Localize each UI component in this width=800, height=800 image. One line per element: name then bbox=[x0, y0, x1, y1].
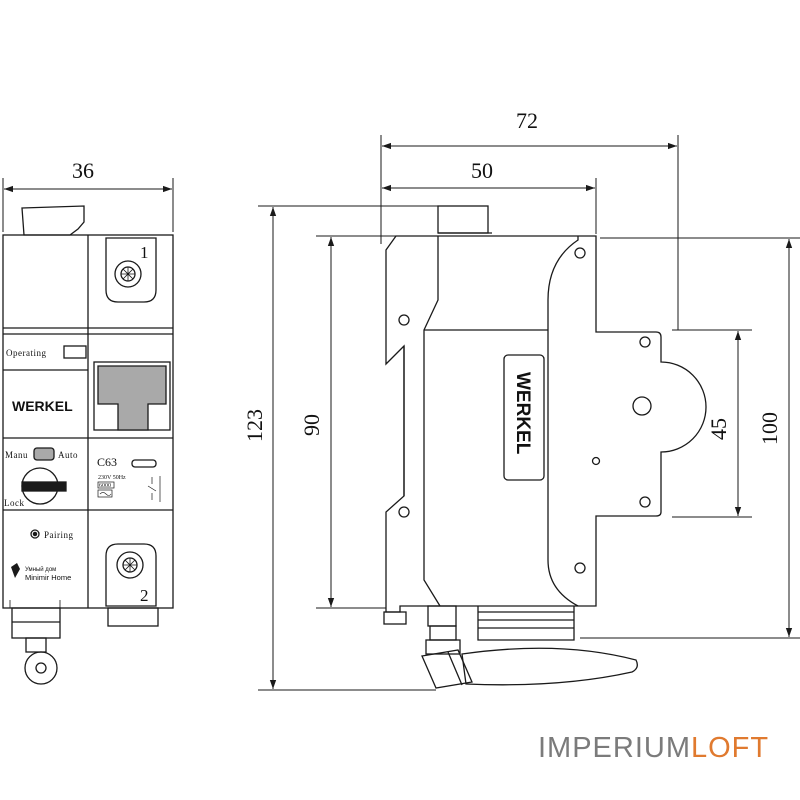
pairing-icon bbox=[30, 529, 40, 539]
front-view bbox=[2, 205, 174, 685]
side-top-cap bbox=[437, 205, 489, 234]
circuit-symbol-icon bbox=[147, 476, 161, 502]
led-slot bbox=[131, 459, 157, 468]
curve-box bbox=[97, 489, 113, 498]
dim-side-total-width: 72 bbox=[516, 108, 538, 133]
front-brand: WERKEL bbox=[12, 398, 73, 414]
minimir-logo-icon bbox=[11, 563, 20, 578]
bottom-screw-icon bbox=[116, 551, 144, 579]
operating-label: Operating bbox=[6, 348, 47, 358]
operating-indicator bbox=[63, 345, 87, 359]
side-label-plate bbox=[503, 354, 545, 481]
dim-body-height: 90 bbox=[299, 414, 324, 436]
manu-label: Manu bbox=[5, 450, 28, 460]
dim-side-body-width: 50 bbox=[471, 158, 493, 183]
top-latch bbox=[21, 205, 85, 236]
top-screw-icon bbox=[114, 260, 142, 288]
capacity-label: 6000 bbox=[99, 483, 111, 489]
voltage-label: 230V 50Hz bbox=[98, 475, 126, 481]
dim-side-height: 100 bbox=[757, 412, 782, 445]
capacity-box bbox=[97, 481, 115, 489]
rating-label: C63 bbox=[97, 455, 117, 469]
antenna-blade bbox=[461, 647, 638, 686]
front-width-dimension bbox=[2, 178, 174, 232]
top-terminal bbox=[105, 237, 157, 303]
side-dimensions bbox=[258, 135, 800, 691]
side-view bbox=[383, 205, 707, 689]
dim-total-height: 123 bbox=[242, 409, 267, 442]
terminal-bottom-label: 2 bbox=[140, 586, 149, 605]
watermark-part2: LOFT bbox=[691, 732, 770, 764]
watermark-logo: IMPERIUMLOFT bbox=[538, 732, 769, 765]
terminal-top-label: 1 bbox=[140, 243, 149, 262]
side-brand: WERKEL bbox=[512, 372, 533, 455]
front-text: 1 2 Operating WERKEL Manu Auto Lock C63 … bbox=[4, 243, 149, 605]
dim-mid-height: 45 bbox=[706, 418, 731, 440]
dim-front-width: 36 bbox=[72, 158, 94, 183]
pairing-label: Pairing bbox=[44, 530, 74, 540]
watermark-part1: IMPERIUM bbox=[538, 732, 691, 764]
mode-toggle bbox=[33, 447, 55, 461]
antenna-connector bbox=[11, 607, 61, 639]
auto-label: Auto bbox=[58, 450, 78, 460]
smart-home-line1: Умный дом bbox=[25, 566, 56, 573]
side-profile bbox=[385, 235, 707, 613]
smart-home-line2: Minimir Home bbox=[25, 573, 71, 582]
lock-label: Lock bbox=[4, 498, 25, 508]
switch-handle bbox=[97, 365, 167, 431]
bottom-terminal bbox=[105, 543, 157, 607]
pivot-hole-icon bbox=[632, 396, 652, 416]
